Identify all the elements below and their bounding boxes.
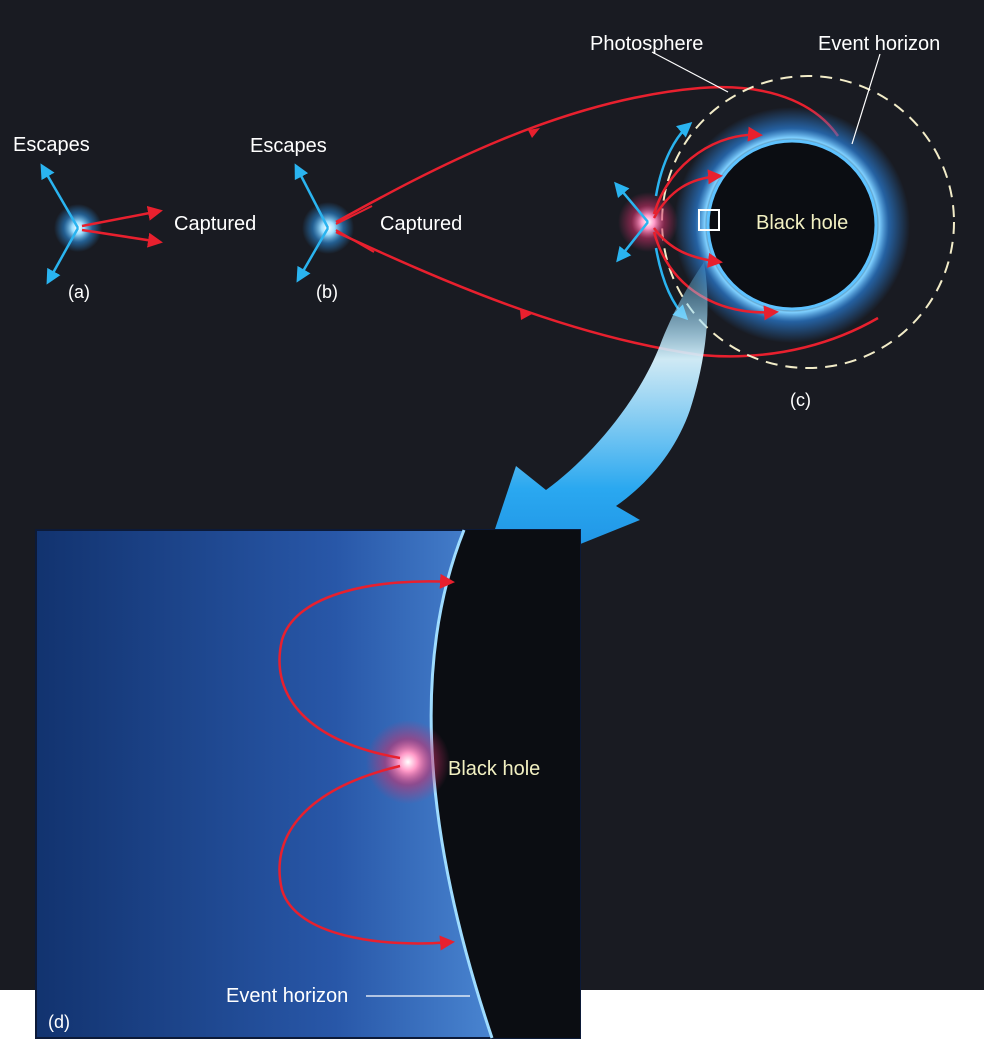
zoom-funnel-arrow: [476, 262, 708, 586]
star-d-glow: [366, 720, 450, 804]
label-a-tag: (a): [68, 282, 90, 302]
label-a-captured: Captured: [174, 213, 256, 235]
capture-arc-c-1: [652, 126, 763, 215]
panel-d: Black hole Event horizon (d): [35, 529, 581, 1039]
panel-b: Escapes Captured (b): [250, 85, 879, 358]
escape-arrow-c-down: [616, 221, 649, 263]
escape-arrow-a-down: [46, 227, 80, 285]
escape-arrow-b-up: [294, 163, 330, 229]
capture-loop-d-upper: [278, 573, 455, 760]
photon-path-lower: [335, 230, 879, 358]
capture-arrow-a-down: [81, 228, 163, 248]
label-event-horizon-d: Event horizon: [226, 985, 348, 1007]
label-event-horizon-top: Event horizon: [818, 33, 940, 55]
escape-arc-c-upper: [654, 122, 693, 197]
capture-arrow-a-up: [81, 205, 163, 228]
zoom-box: [698, 209, 720, 231]
funnel-body: [476, 262, 708, 586]
label-black-hole-c: Black hole: [756, 212, 848, 234]
label-a-escapes: Escapes: [13, 134, 90, 156]
panel-a: Escapes Captured (a): [13, 134, 256, 302]
capture-arc-c-2: [652, 169, 723, 219]
label-b-tag: (b): [316, 282, 338, 302]
capture-ray-b-1: [335, 205, 373, 225]
label-b-captured: Captured: [380, 213, 462, 235]
label-c-tag: (c): [790, 390, 811, 410]
label-d-tag: (d): [48, 1012, 70, 1032]
photon-arrowhead-lower: [520, 310, 532, 320]
photon-path-upper: [335, 85, 840, 224]
photon-arrowhead-upper: [528, 128, 540, 138]
event-horizon-leader: [851, 53, 881, 145]
panel-c: Photosphere Event horizon Black hole (c): [590, 33, 955, 410]
escape-arrow-c-up: [614, 181, 649, 223]
label-b-escapes: Escapes: [250, 135, 327, 157]
label-photosphere: Photosphere: [590, 33, 703, 55]
event-horizon-c: [706, 139, 878, 311]
capture-arc-c-3: [652, 227, 723, 268]
capture-loop-d-lower: [278, 764, 455, 951]
photosphere-leader: [651, 51, 729, 93]
escape-arrow-b-down: [296, 227, 330, 283]
black-hole-d: [431, 530, 580, 1038]
photosphere-circle: [661, 75, 955, 369]
label-black-hole-d: Black hole: [448, 758, 540, 780]
escape-arrow-a-up: [40, 163, 80, 229]
